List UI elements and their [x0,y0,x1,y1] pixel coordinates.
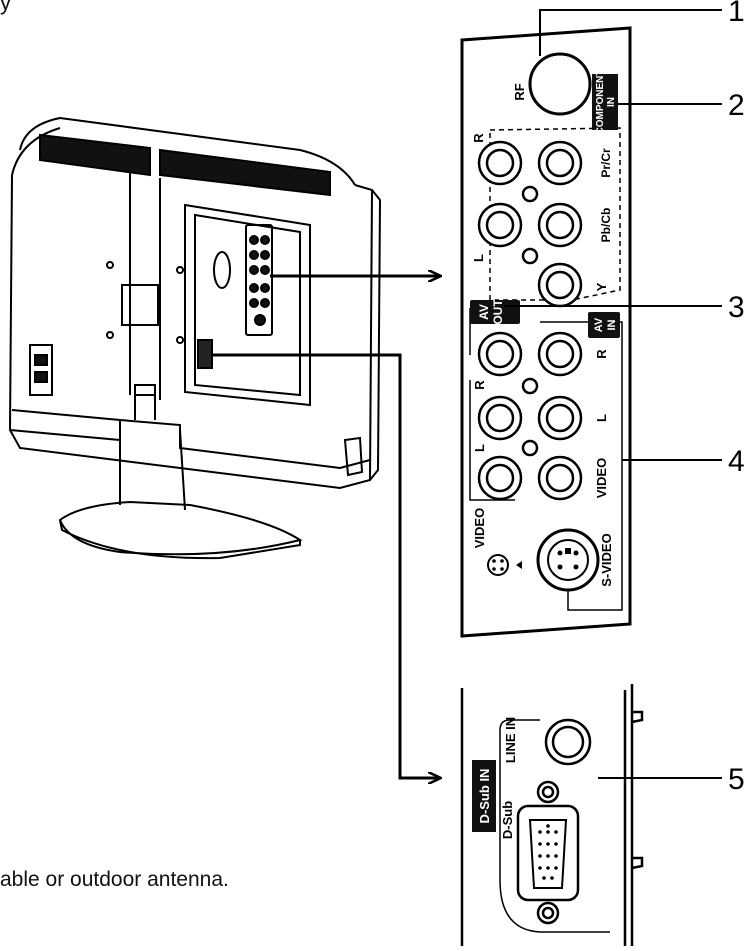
component-in-label-line2: IN [606,97,617,107]
av-jacks [477,331,583,501]
av-in-badge [588,312,620,338]
component-jacks [477,140,583,308]
component-pr-label: Pr/Cr [599,148,613,178]
callout-2: 2 [728,89,745,122]
tv-rear-illustration [8,116,382,560]
av-in-r-label: R [594,349,609,359]
line-in-label: LINE IN [503,717,518,763]
rf-jack [528,52,592,116]
header-text-fragment: y [0,0,11,15]
callout-1: 1 [728,0,745,28]
dsub-terminal-panel [460,684,644,946]
av-out-label-line2: OUT [491,299,505,325]
arrow-to-dsub-panel [212,353,440,778]
component-l-label: L [471,254,486,262]
component-in-badge [592,74,618,130]
dsub-in-label: D-Sub IN [477,769,492,824]
callout-4: 4 [728,445,745,478]
av-out-label-line1: AV [477,304,491,320]
component-r-label: R [471,133,486,143]
rf-label: RF [512,83,527,100]
av-in-label-line1: AV [593,317,605,332]
svideo-jack [536,528,600,592]
dsub-labels: LINE IN D-Sub IN D-Sub [477,717,518,839]
av-out-video-label: VIDEO [472,508,487,548]
dsub-label: D-Sub [500,801,515,839]
component-in-label-line1: COMPONENT [595,70,606,135]
arrows [212,276,440,778]
svideo-symbol [487,554,522,576]
callout-numbers: 1 2 3 4 5 [728,0,745,796]
footer-text-fragment: able or outdoor antenna. [0,868,229,891]
av-in-l-label: L [594,414,609,422]
av-out-r-label: R [472,380,487,390]
av-in-video-label: VIDEO [594,458,609,498]
av-in-label-line2: IN [606,319,618,330]
callout-5: 5 [728,763,745,796]
component-y-label: Y [594,282,609,291]
callout-leaders [504,9,722,779]
component-pb-label: Pb/Cb [599,208,613,243]
av-terminal-panel: RF COMPONENT IN R L Pr/Cr Pb/Cb Y AV OUT… [460,26,632,638]
av-out-l-label: L [472,444,487,452]
callout-3: 3 [728,291,745,324]
av-in-svideo-label: S-VIDEO [599,533,614,586]
